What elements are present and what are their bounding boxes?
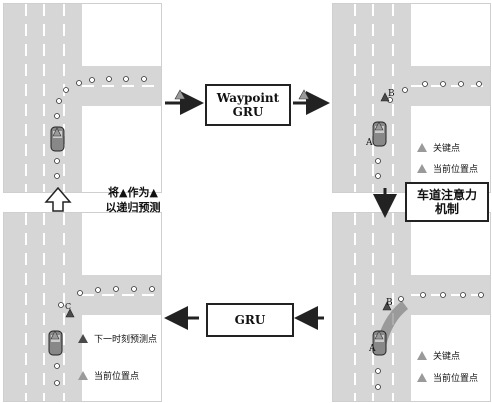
triangle-marker-icon xyxy=(298,89,310,100)
panel-bottom-right: B A 关键点 当前位置点 xyxy=(332,212,491,402)
triangle-marker-icon xyxy=(417,351,427,360)
gru-module: GRU xyxy=(206,303,294,337)
road-scene-bottom-left xyxy=(4,213,161,401)
lane-attention-module: 车道注意力机制 xyxy=(405,182,489,222)
panel-bottom-left: C 下一时刻预测点 当前位置点 xyxy=(3,212,162,402)
recursion-note: 将▲作为▲ 以递归预测 xyxy=(105,186,161,214)
triangle-marker-icon xyxy=(374,330,384,340)
waypoint-dots xyxy=(375,81,482,179)
legend-next-point: 下一时刻预测点 xyxy=(78,332,157,345)
legend-key-point: 关键点 xyxy=(417,141,460,154)
triangle-marker-icon xyxy=(174,89,186,100)
point-label-c: C xyxy=(65,302,72,311)
point-label-b: B xyxy=(386,298,393,308)
waypoint-dots xyxy=(375,292,484,390)
waypoint-dots xyxy=(54,76,147,179)
point-label-a: A xyxy=(369,344,376,354)
legend-current-point: 当前位置点 xyxy=(78,369,139,382)
waypoint-dots xyxy=(54,286,155,386)
road-scene-top-right xyxy=(333,4,490,192)
triangle-marker-icon xyxy=(78,334,88,343)
triangle-marker-icon xyxy=(374,121,384,131)
legend-key-point: 关键点 xyxy=(417,349,460,362)
panel-top-right: B A 关键点 当前位置点 xyxy=(332,3,491,193)
road-scene-bottom-right xyxy=(333,213,490,401)
point-label-a: A xyxy=(366,138,373,148)
road-scene-top-left xyxy=(4,4,161,192)
triangle-marker-icon xyxy=(50,330,60,340)
point-label-b: B xyxy=(388,89,395,99)
triangle-marker-icon xyxy=(417,373,427,382)
legend-current-point: 当前位置点 xyxy=(417,162,478,175)
triangle-marker-icon xyxy=(382,301,392,311)
triangle-marker-icon xyxy=(417,164,427,173)
triangle-marker-icon xyxy=(52,127,62,137)
triangle-marker-icon xyxy=(417,143,427,152)
legend-current-point: 当前位置点 xyxy=(417,371,478,384)
triangle-marker-icon xyxy=(78,371,88,380)
triangle-marker-icon xyxy=(65,308,75,318)
triangle-marker-icon xyxy=(380,92,390,102)
panel-top-left xyxy=(3,3,162,193)
